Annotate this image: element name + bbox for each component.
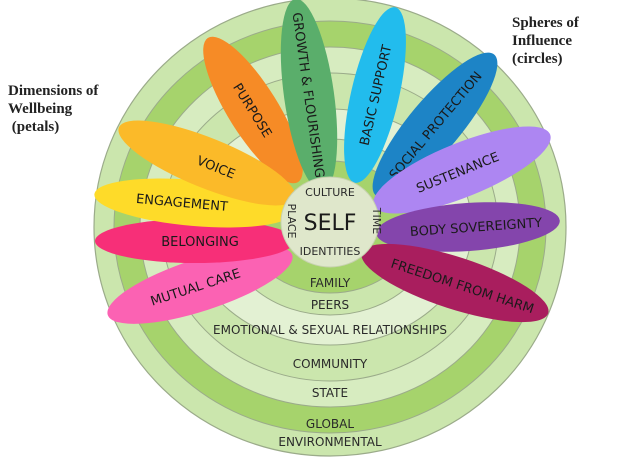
petal-shape xyxy=(372,52,498,198)
petal-basic-support: BASIC SUPPORT xyxy=(344,7,406,183)
petal-label: BELONGING xyxy=(161,235,239,250)
center-label-place: PLACE xyxy=(285,204,298,239)
center-label-culture: CULTURE xyxy=(305,186,355,199)
petal-shape xyxy=(280,0,338,192)
petal-shape xyxy=(203,36,303,184)
self-center-shape xyxy=(280,176,380,268)
sphere-label-family: FAMILY xyxy=(310,276,351,290)
sphere-label-peers: PEERS xyxy=(311,298,349,312)
petal-sustenance: SUSTENANCE xyxy=(373,126,551,214)
petal-purpose: PURPOSE xyxy=(203,36,303,184)
sphere-label-state: STATE xyxy=(312,386,348,400)
petal-shape xyxy=(118,120,296,206)
petal-belonging: BELONGING xyxy=(95,219,295,263)
petal-shape xyxy=(107,246,293,324)
petal-shape xyxy=(95,219,295,263)
sphere-labels: FAMILY PEERS EMOTIONAL & SEXUAL RELATION… xyxy=(213,276,447,449)
petal-voice: VOICE xyxy=(118,120,296,206)
sphere-label-community: COMMUNITY xyxy=(293,357,368,371)
sphere-label-environmental: ENVIRONMENTAL xyxy=(278,435,382,449)
petal-shape xyxy=(373,126,551,214)
dimensions-of-wellbeing-label: Dimensions of Wellbeing (petals) xyxy=(8,83,99,135)
sphere-label-global: GLOBAL xyxy=(306,417,354,431)
petal-mutual-care: MUTUAL CARE xyxy=(107,246,293,324)
center-label-identities: IDENTITIES xyxy=(300,245,361,258)
petal-shape xyxy=(344,7,406,183)
dimensions-of-wellbeing-petals: PURPOSE GROWTH & FLOURISHING BASIC SUPPO… xyxy=(94,0,560,324)
self-center: CULTURE SELF IDENTITIES PLACE TIME xyxy=(280,176,383,268)
petal-shape xyxy=(376,202,560,252)
spheres-of-influence-label: Spheres of Influence (circles) xyxy=(512,15,579,67)
petal-body-sovereignty: BODY SOVEREIGNTY xyxy=(376,202,560,252)
center-label-self: SELF xyxy=(304,211,357,236)
center-label-time: TIME xyxy=(370,207,383,234)
sphere-label-emotional-sexual-relationships: EMOTIONAL & SEXUAL RELATIONSHIPS xyxy=(213,323,447,337)
petal-shape xyxy=(361,243,549,323)
